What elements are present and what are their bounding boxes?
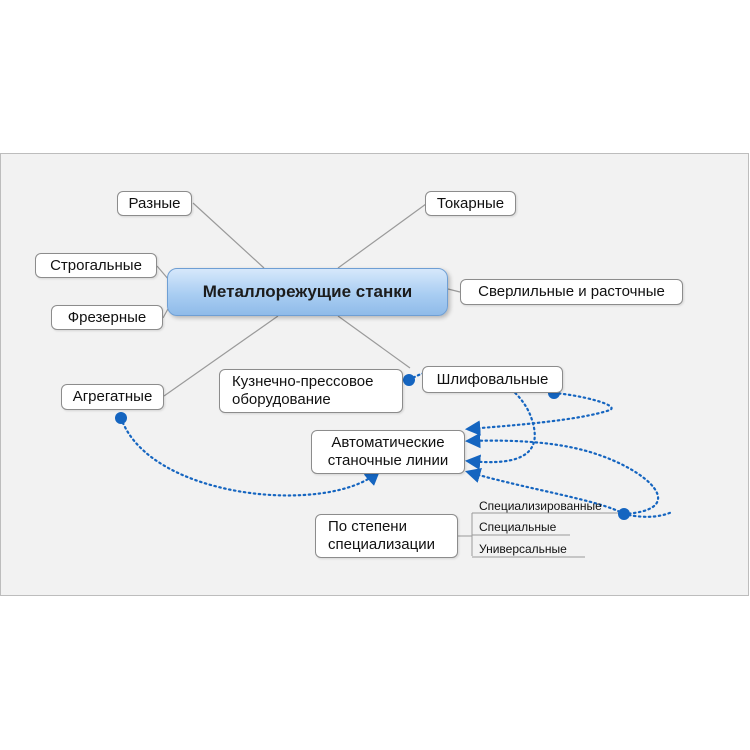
subtopic-specialnye[interactable]: Специальные — [479, 520, 557, 534]
branch-strogalnye[interactable]: Строгальные — [35, 253, 157, 278]
branch-sverlilnye[interactable]: Сверлильные и расточные — [460, 279, 683, 305]
branch-agregatnye[interactable]: Агрегатные — [61, 384, 164, 410]
floating-topic-avtomaticheskie[interactable]: Автоматические станочные линии — [311, 430, 465, 474]
floating-topic-kuznechno[interactable]: Кузнечно-прессовое оборудование — [219, 369, 403, 413]
branch-tokarnye[interactable]: Токарные — [425, 191, 516, 216]
subtopic-specializirovannye[interactable]: Специализированные — [479, 499, 602, 513]
branch-raznye[interactable]: Разные — [117, 191, 192, 216]
branch-shlifovalnye[interactable]: Шлифовальные — [422, 366, 563, 393]
floating-topic-po-stepeni[interactable]: По степени специализации — [315, 514, 458, 558]
central-topic[interactable]: Металлорежущие станки — [167, 268, 448, 316]
subtopic-universalnye[interactable]: Универсальные — [479, 542, 567, 556]
branch-frezernye[interactable]: Фрезерные — [51, 305, 163, 330]
